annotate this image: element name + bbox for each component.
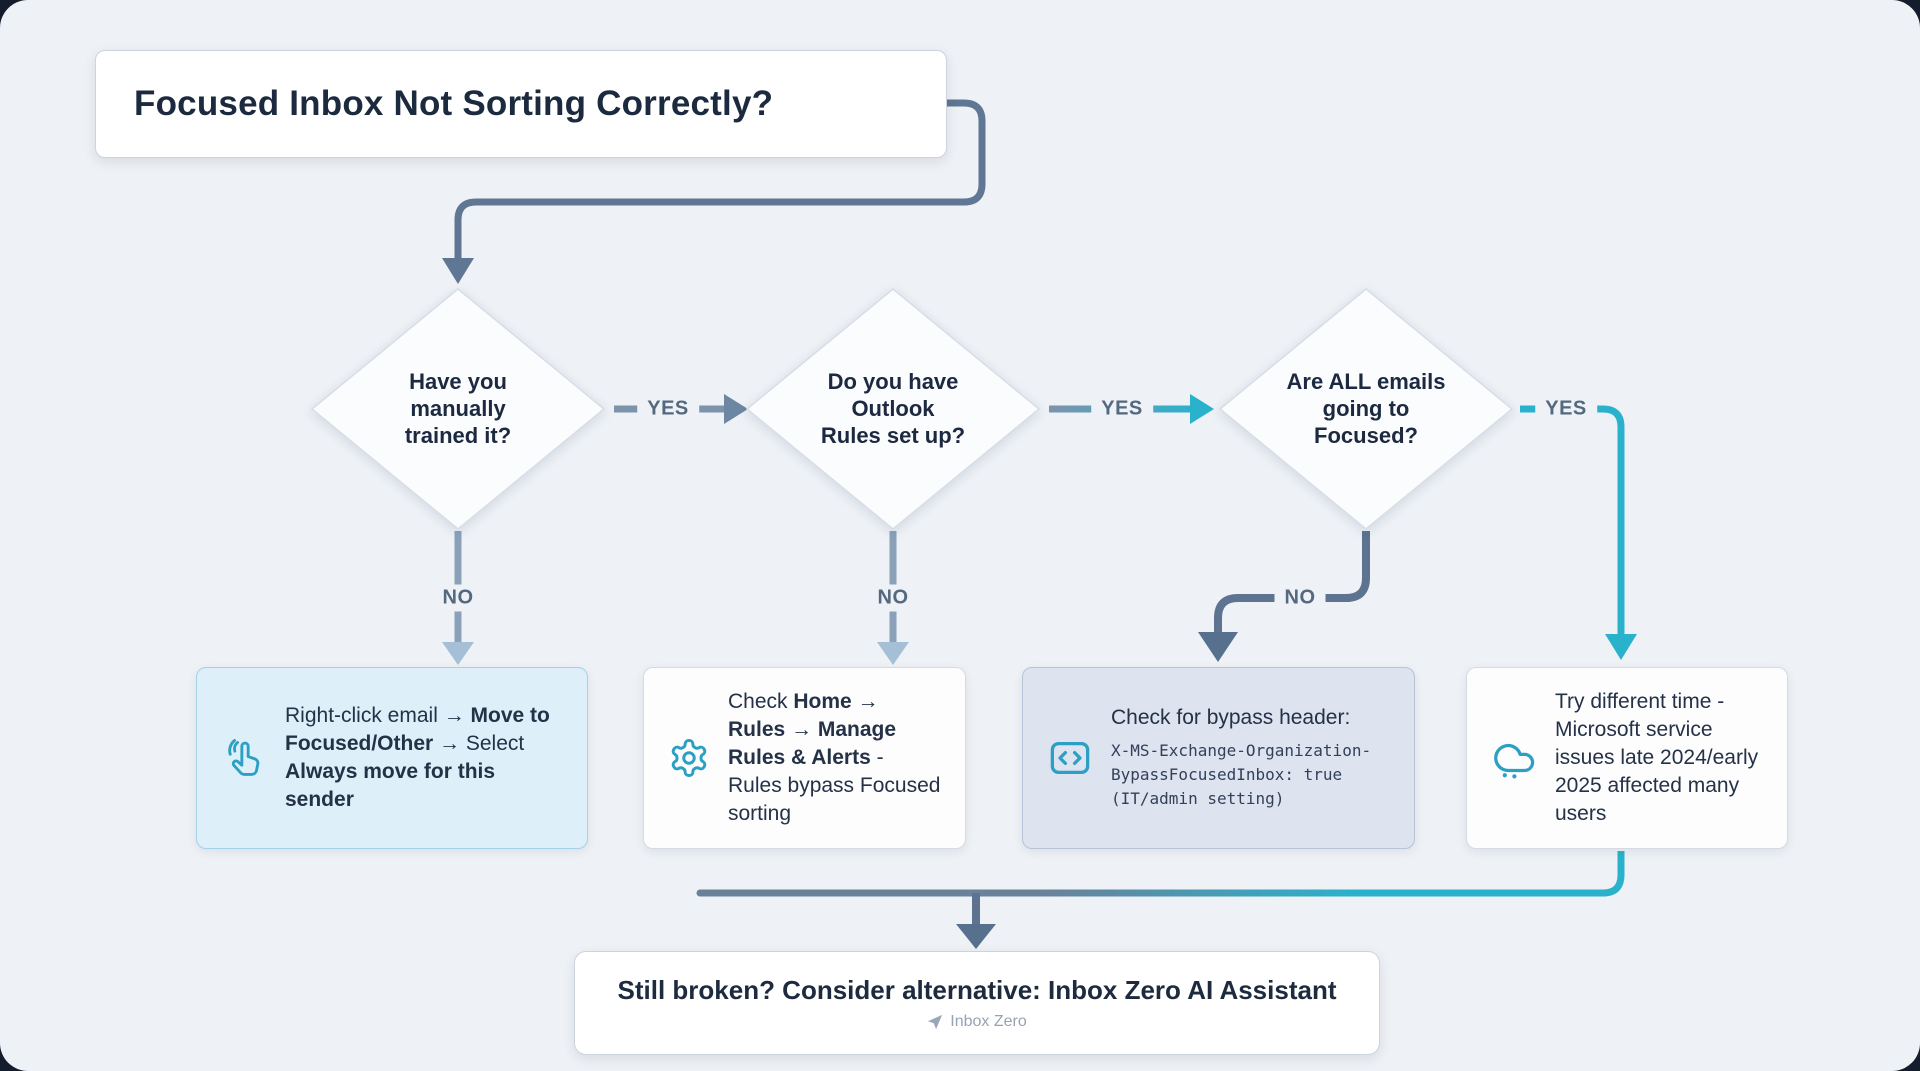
- page-title: Focused Inbox Not Sorting Correctly?: [134, 84, 774, 123]
- result-text: Check Home → Rules → Manage Rules & Aler…: [728, 689, 941, 826]
- arrowhead-yes-1: [724, 394, 748, 424]
- arrowhead-no-2: [877, 642, 909, 665]
- connector-no-3: [1214, 531, 1370, 636]
- connector-final-teal: [1040, 851, 1625, 897]
- connector-yes-3: [1520, 405, 1625, 638]
- result-text: Try different time - Microsoft service i…: [1555, 689, 1759, 826]
- arrowhead-no-1: [442, 642, 474, 665]
- decision-3-label: Are ALL emails going to Focused?: [1286, 368, 1446, 448]
- title-box: Focused Inbox Not Sorting Correctly?: [95, 50, 947, 158]
- edge-label-yes-3: YES: [1535, 395, 1597, 423]
- decision-diamond-2: [745, 288, 1041, 530]
- result-box-train-sender: Right-click email → Move to Focused/Othe…: [196, 667, 588, 849]
- edge-label-no-2: NO: [867, 584, 919, 612]
- edge-label-no-3: NO: [1274, 584, 1326, 612]
- result-box-check-rules: Check Home → Rules → Manage Rules & Aler…: [643, 667, 966, 849]
- result-heading: Check for bypass header:: [1111, 705, 1351, 729]
- connector-title-to-d1: [454, 99, 986, 262]
- decision-2-label: Do you have Outlook Rules set up?: [820, 368, 966, 448]
- result-box-bypass-header: Check for bypass header: X-MS-Exchange-O…: [1022, 667, 1415, 849]
- brand-row: Inbox Zero: [927, 1013, 1027, 1031]
- gear-icon: [668, 737, 710, 779]
- decision-1-label: Have you manually trained it?: [404, 368, 512, 448]
- hand-pointer-icon: [221, 735, 267, 781]
- result-box-service-issue: Try different time - Microsoft service i…: [1466, 667, 1788, 849]
- arrowhead-d1: [442, 258, 474, 284]
- result-code: X-MS-Exchange-Organization- BypassFocuse…: [1111, 740, 1372, 808]
- cloud-icon: [1491, 735, 1537, 781]
- footer-box: Still broken? Consider alternative: Inbo…: [574, 951, 1380, 1055]
- footer-headline: Still broken? Consider alternative: Inbo…: [617, 975, 1337, 1005]
- arrowhead-yes-2: [1190, 394, 1214, 424]
- edge-label-yes-2: YES: [1091, 395, 1153, 423]
- edge-label-yes-1: YES: [637, 395, 699, 423]
- decision-diamond-1: [310, 288, 606, 530]
- edge-label-no-1: NO: [432, 584, 484, 612]
- arrowhead-no-3: [1198, 632, 1238, 662]
- arrowhead-yes-3: [1605, 634, 1637, 660]
- arrowhead-final: [956, 924, 996, 949]
- brand-name: Inbox Zero: [950, 1013, 1027, 1030]
- inbox-zero-logo-icon: [928, 1014, 943, 1030]
- result-text: Right-click email → Move to Focused/Othe…: [285, 703, 550, 812]
- code-brackets-icon: [1047, 735, 1093, 781]
- decision-diamond-3: [1218, 288, 1514, 530]
